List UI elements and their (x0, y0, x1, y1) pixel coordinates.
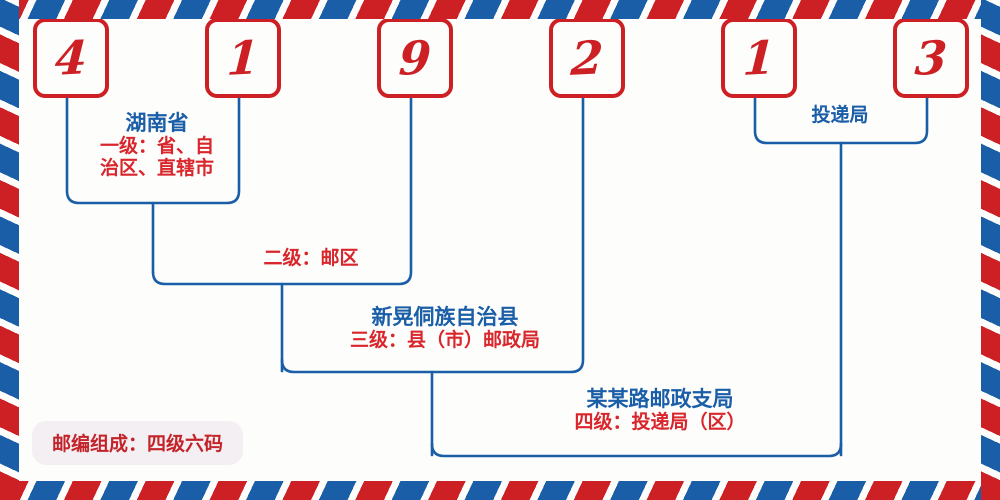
level-4-text: 四级：投递局（区） (574, 410, 746, 433)
level-1-text-line1: 一级：省、自 (99, 134, 214, 157)
digit-box-6[interactable]: 3 (893, 18, 969, 98)
caption-chip: 邮编组成：四级六码 (32, 421, 244, 465)
digit-6: 3 (913, 30, 949, 86)
bracket-level4 (430, 442, 843, 458)
level-3-name: 新晃侗族自治县 (371, 304, 519, 329)
digit-box-1[interactable]: 4 (33, 18, 109, 98)
label-level-2: 二级：邮区 (196, 248, 426, 269)
label-level-1: 湖南省 一级：省、自 治区、直辖市 (72, 110, 242, 179)
level-4-name: 某某路邮政支局 (586, 386, 734, 411)
level-2-text: 二级：邮区 (263, 247, 359, 269)
digit-2: 1 (225, 30, 261, 86)
level-1-text-line2: 治区、直辖市 (99, 156, 214, 179)
label-level-3: 新晃侗族自治县 三级：县（市）邮政局 (300, 304, 590, 351)
digit-3: 9 (397, 30, 433, 86)
digit-1: 4 (53, 30, 89, 86)
bracket-level2 (151, 88, 413, 286)
digit-box-4[interactable]: 2 (549, 18, 625, 98)
delivery-office-label: 投递局 (811, 104, 869, 126)
airmail-border-right (981, 0, 1000, 500)
digit-box-2[interactable]: 1 (205, 18, 281, 98)
digit-box-5[interactable]: 1 (721, 18, 797, 98)
level-3-text: 三级：县（市）邮政局 (349, 328, 540, 351)
airmail-border-left (0, 0, 19, 500)
airmail-border-bottom (0, 481, 1000, 500)
airmail-border-top (0, 0, 1000, 19)
label-level-4: 某某路邮政支局 四级：投递局（区） (515, 386, 805, 433)
digit-box-3[interactable]: 9 (377, 18, 453, 98)
digit-5: 1 (741, 30, 777, 86)
level-1-name: 湖南省 (125, 110, 189, 135)
bracket-level3 (280, 88, 585, 374)
digit-4: 2 (569, 30, 605, 86)
caption-text: 邮编组成：四级六码 (52, 433, 224, 455)
label-delivery-office: 投递局 (760, 105, 920, 126)
